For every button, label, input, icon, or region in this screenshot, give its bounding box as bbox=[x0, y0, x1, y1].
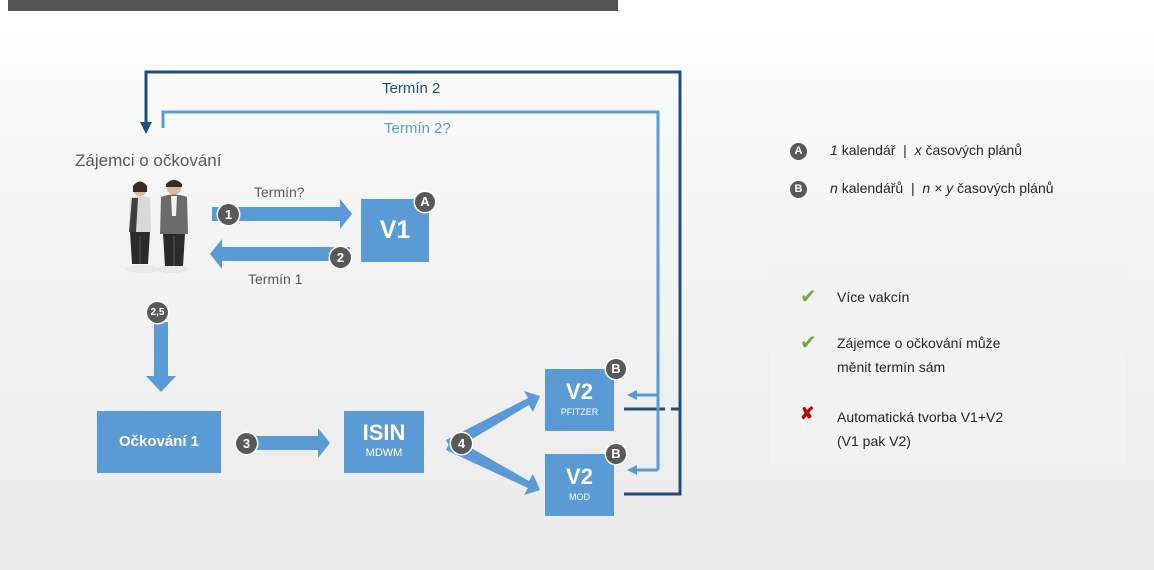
features-panel: ✔ Více vakcín ✔ Zájemce o očkování může … bbox=[770, 264, 1126, 464]
arrow-to-v2-mod bbox=[446, 437, 540, 495]
feature-text-line-2: měnit termín sám bbox=[837, 359, 946, 375]
marker-b-top-badge: B bbox=[606, 359, 626, 379]
ockovani-1-box: Očkování 1 bbox=[97, 411, 221, 473]
legend-b-plans: časových plánů bbox=[957, 180, 1054, 196]
mdwm-label: MDWM bbox=[365, 447, 403, 459]
v2-mod-box: V2 MOD bbox=[545, 454, 614, 516]
step-2-badge: 2 bbox=[330, 247, 351, 268]
termin-2-question-line bbox=[161, 110, 660, 470]
legend-a-count: 1 bbox=[830, 142, 838, 158]
cross-icon: ✘ bbox=[800, 404, 815, 423]
legend-b-text: n kalendářů | n × y časových plánů bbox=[830, 180, 1054, 196]
step-1-badge: 1 bbox=[218, 204, 239, 225]
check-icon: ✔ bbox=[800, 286, 817, 308]
legend-a-badge: A bbox=[790, 143, 807, 160]
feature-text: Více vakcín bbox=[837, 289, 910, 305]
legend-b-count: n bbox=[830, 180, 838, 196]
arrow-down-to-ockovani bbox=[146, 322, 176, 392]
termin-2-line bbox=[144, 70, 682, 496]
legend-a-x: x bbox=[914, 142, 922, 158]
isin-label: ISIN bbox=[362, 420, 406, 445]
v2-pfitzer-box: V2 PFITZER bbox=[545, 369, 614, 431]
marker-a-badge: A bbox=[415, 192, 435, 212]
top-bar bbox=[8, 0, 618, 11]
arrow-from-v1 bbox=[210, 239, 350, 269]
termin-question-label: Termín? bbox=[254, 184, 305, 200]
arrow-to-isin bbox=[250, 428, 330, 458]
legend-b-badge: B bbox=[790, 181, 807, 198]
legend-b-nxy: n × y bbox=[922, 180, 954, 196]
legend-a-text: 1 kalendář | x časových plánů bbox=[830, 142, 1022, 158]
marker-b-bottom-badge: B bbox=[606, 444, 626, 464]
check-icon: ✔ bbox=[800, 332, 817, 354]
v2-mod-label: V2 bbox=[566, 464, 593, 489]
termin-2-label: Termín 2 bbox=[382, 80, 441, 97]
legend-b-sep: | bbox=[910, 180, 915, 196]
people-icon bbox=[126, 179, 188, 273]
feature-text-line-2: (V1 pak V2) bbox=[837, 433, 911, 449]
feature-text-line-1: Automatická tvorba V1+V2 bbox=[837, 409, 1004, 425]
interested-people-label: Zájemci o očkování bbox=[75, 151, 222, 170]
arrow-to-v1 bbox=[212, 199, 352, 229]
v2-pfitzer-label: V2 bbox=[566, 379, 593, 404]
termin-2-question-label: Termín 2? bbox=[384, 120, 451, 137]
legend-a-calendar: kalendář bbox=[841, 142, 896, 158]
mod-label: MOD bbox=[569, 492, 590, 502]
legend-a-sep: | bbox=[903, 142, 907, 158]
termin-2-arrowhead bbox=[140, 122, 152, 134]
step-2-5-badge: 2,5 bbox=[147, 302, 168, 323]
pfitzer-label: PFITZER bbox=[560, 407, 599, 417]
step-3-badge: 3 bbox=[236, 433, 257, 454]
feature-text-line-1: Zájemce o očkování může bbox=[837, 335, 1001, 351]
step-4-badge: 4 bbox=[451, 433, 472, 454]
isin-box: ISIN MDWM bbox=[344, 411, 424, 473]
legend-a-plans: časových plánů bbox=[925, 142, 1022, 158]
termin-1-label: Termín 1 bbox=[248, 271, 303, 287]
ockovani-1-label: Očkování 1 bbox=[118, 433, 200, 450]
v1-label: V1 bbox=[379, 216, 411, 244]
legend-b-calendar: kalendářů bbox=[841, 180, 904, 196]
